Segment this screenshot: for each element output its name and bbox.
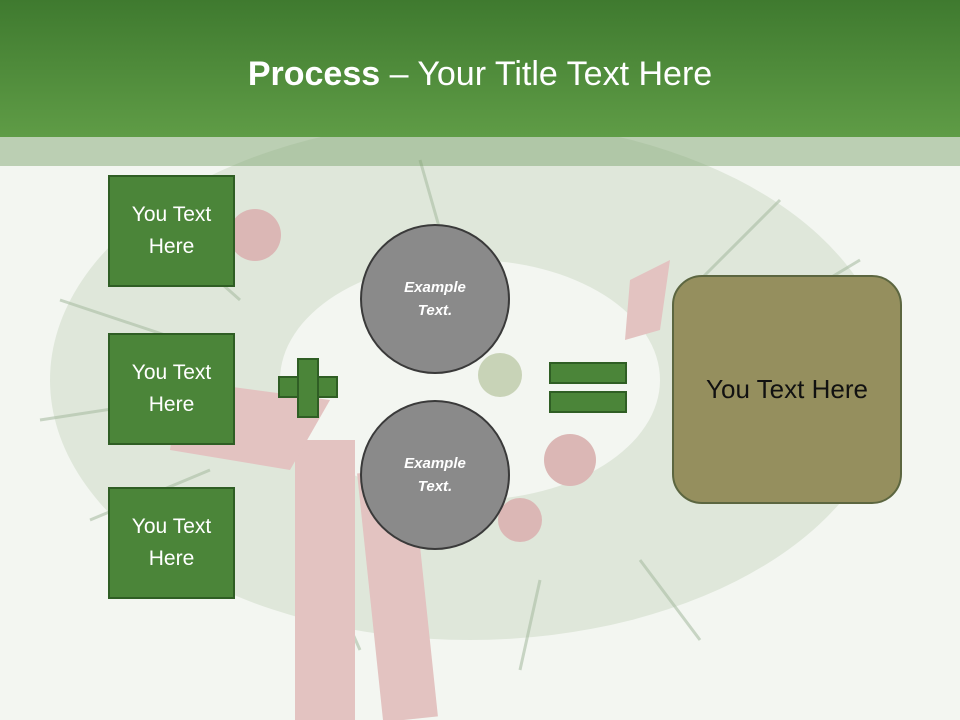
header-strip — [0, 137, 960, 166]
left-text-box-2[interactable]: You Text Here — [108, 333, 235, 445]
example-circle-1[interactable]: Example Text. — [360, 224, 510, 374]
slide-title-rest: – Your Title Text Here — [380, 55, 713, 93]
slide-title[interactable]: Process – Your Title Text Here — [0, 52, 960, 96]
example-circle-2-label: Example Text. — [404, 455, 466, 495]
plus-icon-center — [299, 378, 317, 396]
equals-icon-lower-bar — [549, 391, 627, 413]
example-circle-2[interactable]: Example Text. — [360, 400, 510, 550]
left-text-box-1[interactable]: You Text Here — [108, 175, 235, 287]
left-text-box-3-label: You Text Here — [131, 515, 212, 570]
equals-icon — [549, 362, 627, 384]
left-text-box-2-label: You Text Here — [131, 361, 212, 416]
left-text-box-1-label: You Text Here — [131, 203, 212, 258]
result-text-box[interactable]: You Text Here — [672, 275, 902, 504]
example-circle-1-label: Example Text. — [404, 279, 466, 319]
left-text-box-3[interactable]: You Text Here — [108, 487, 235, 599]
result-text-box-label: You Text Here — [706, 374, 868, 404]
slide-title-bold: Process — [247, 55, 381, 93]
header-bar — [0, 0, 960, 137]
